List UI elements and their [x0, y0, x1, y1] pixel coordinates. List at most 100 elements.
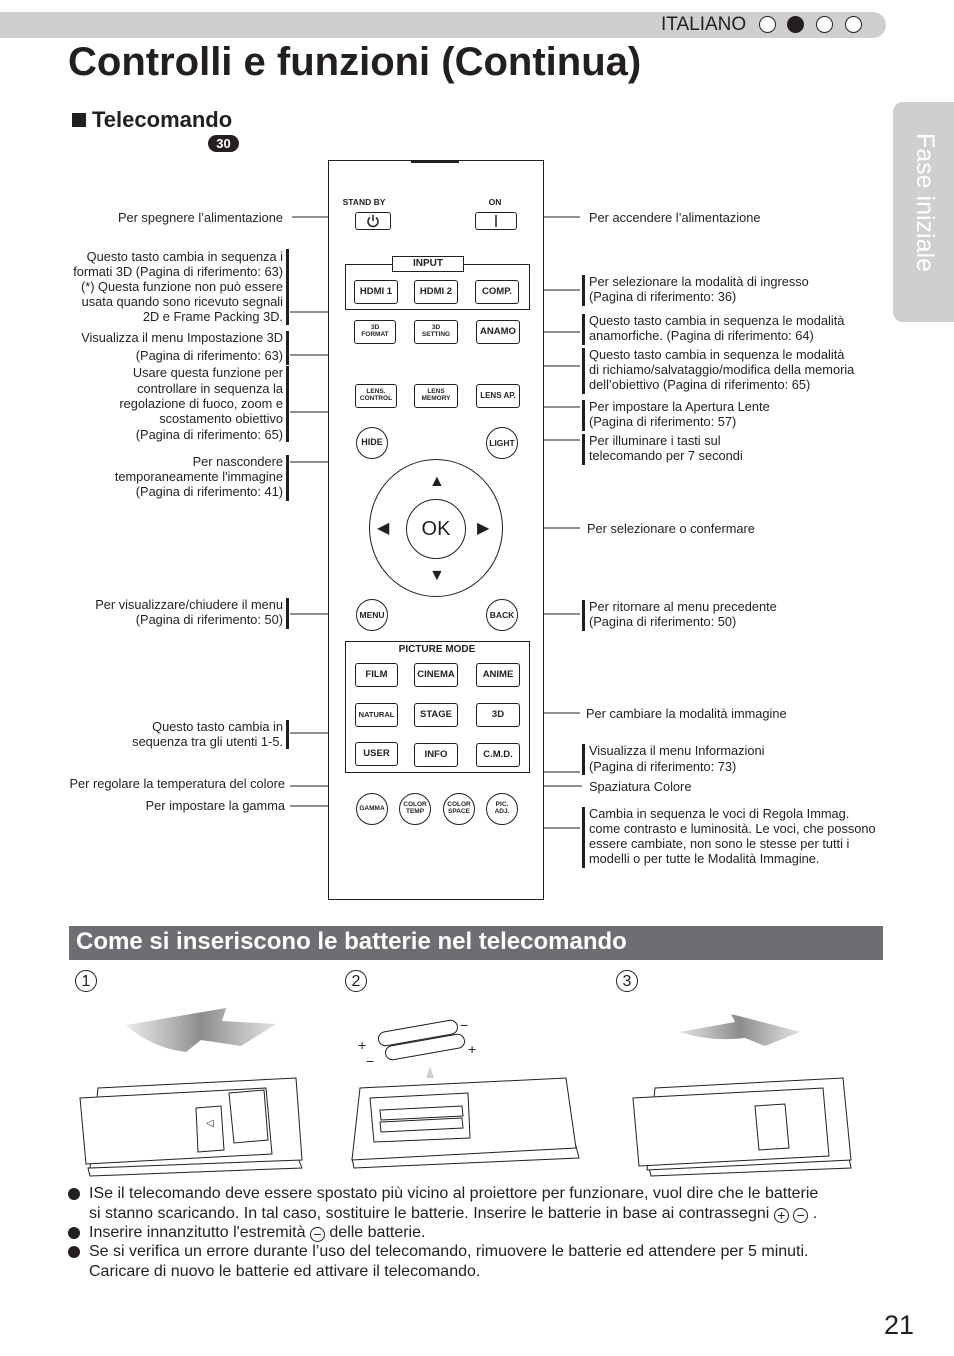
power-icon	[367, 215, 379, 228]
callout-bar	[582, 807, 585, 868]
header-bar	[0, 12, 886, 38]
film-button[interactable]: FILM	[355, 663, 398, 687]
3d-format-line2: FORMAT	[361, 331, 389, 338]
callout-lens-memory-3: dell’obiettivo (Pagina di riferimento: 6…	[589, 377, 811, 392]
ok-button[interactable]: OK	[406, 499, 466, 559]
back-button[interactable]: BACK	[486, 599, 518, 631]
3d-setting-button[interactable]: 3D SETTING	[414, 320, 458, 344]
callout-menu-1: Per visualizzare/chiudere il menu	[95, 597, 283, 612]
callout-pic-adj-4: modelli o per tutte le Modalità Immagine…	[589, 851, 820, 866]
callout-pic-adj-1: Cambia in sequenza le voci di Regola Imm…	[589, 806, 850, 821]
comp-button[interactable]: COMP.	[475, 280, 519, 304]
3d-format-line1: 3D	[370, 324, 380, 332]
callout-bar	[582, 314, 585, 345]
callout-bar	[286, 720, 289, 749]
3d-format-button[interactable]: 3D FORMAT	[354, 320, 396, 344]
callout-anamo-2: anamorfiche. (Pagina di riferimento: 64)	[589, 328, 814, 343]
plus-icon: +	[468, 1041, 476, 1057]
callout-bar	[582, 348, 585, 394]
callout-bar	[582, 275, 585, 306]
note-1: ISe il telecomando deve essere spostato …	[89, 1184, 889, 1223]
down-arrow-button[interactable]: ▼	[429, 567, 445, 584]
callout-lens-control-2: controllare in sequenza la	[137, 381, 283, 396]
callout-3d-format-4: usata quando sono ricevuto segnali	[81, 294, 283, 309]
callout-standby: Per spegnere l’alimentazione	[117, 210, 283, 225]
language-label: ITALIANO	[661, 14, 747, 35]
step-number: 3	[616, 970, 638, 992]
callout-user-1: Questo tasto cambia in	[152, 719, 283, 734]
callout-bar	[286, 249, 289, 325]
hide-button[interactable]: HIDE	[356, 427, 388, 459]
callout-hide-3: (Pagina di riferimento: 41)	[135, 484, 283, 499]
pic-adj-line2: ADJ.	[494, 808, 510, 815]
callout-lens-control-3: regolazione di fuoco, zoom e	[119, 396, 283, 411]
picture-mode-group	[345, 641, 530, 773]
standby-label: STAND BY	[342, 197, 386, 207]
callout-bar	[582, 744, 585, 775]
ir-window	[411, 161, 459, 163]
picture-mode-label: PICTURE MODE	[398, 644, 476, 655]
up-arrow-button[interactable]: ▲	[429, 473, 445, 490]
callout-3d-format-5: 2D e Frame Packing 3D.	[142, 309, 283, 324]
left-arrow-button[interactable]: ◀	[377, 520, 390, 537]
lens-control-line2: CONTROL	[359, 395, 393, 402]
step-number: 2	[345, 970, 367, 992]
hdmi2-button[interactable]: HDMI 2	[414, 280, 458, 304]
callout-on: Per accendere l’alimentazione	[589, 210, 761, 225]
note-1-end: .	[812, 1204, 818, 1222]
bullet-icon	[68, 1188, 80, 1200]
menu-button[interactable]: MENU	[356, 599, 388, 631]
callout-lens-ap-1: Per impostare la Apertura Lente	[589, 399, 770, 414]
section-square-icon	[72, 113, 86, 127]
color-temp-line2: TEMP	[405, 808, 425, 815]
on-icon	[495, 215, 497, 227]
callout-anamo-1: Questo tasto cambia in sequenza le modal…	[589, 313, 845, 328]
side-tab: Fase iniziale	[893, 102, 954, 322]
color-space-line2: SPACE	[448, 808, 470, 815]
comp-button-label: COMP.	[482, 286, 512, 298]
3d-setting-line1: 3D	[431, 324, 441, 332]
anime-button[interactable]: ANIME	[476, 663, 520, 687]
step3-illustration	[632, 1014, 852, 1177]
3d-button[interactable]: 3D	[476, 703, 520, 727]
3d-setting-line2: SETTING	[421, 331, 451, 338]
page-indicator-dot	[845, 16, 862, 33]
step2-illustration: + − − +	[351, 1018, 580, 1169]
on-button[interactable]	[475, 212, 517, 230]
anamo-button[interactable]: ANAMO	[476, 320, 520, 344]
color-space-button[interactable]: COLOR SPACE	[443, 793, 475, 825]
note-3: Se si verifica un errore durante l’uso d…	[89, 1242, 889, 1281]
lens-control-line1: LENS.	[366, 388, 386, 396]
natural-button[interactable]: NATURAL	[355, 703, 398, 727]
cmd-button[interactable]: C.M.D.	[476, 743, 520, 767]
standby-button[interactable]	[355, 212, 391, 230]
callout-back-1: Per ritornare al menu precedente	[589, 599, 777, 614]
remote-control: STAND BY ON INPUT HDMI 1 HDMI 2 COMP. 3D…	[328, 160, 544, 900]
lens-ap-button[interactable]: LENS AP.	[476, 384, 520, 408]
note-1-line1: ISe il telecomando deve essere spostato …	[89, 1185, 819, 1202]
callout-bar	[286, 331, 289, 365]
cinema-button[interactable]: CINEMA	[414, 663, 458, 687]
note-1-line2: si stanno scaricando. In tal caso, sosti…	[89, 1204, 770, 1222]
gamma-button[interactable]: GAMMA	[356, 793, 388, 825]
lens-memory-button[interactable]: LENS MEMORY	[414, 384, 458, 408]
stage-button[interactable]: STAGE	[414, 703, 458, 727]
on-label: ON	[488, 197, 502, 207]
pic-adj-button[interactable]: PIC. ADJ.	[486, 793, 518, 825]
lens-control-button[interactable]: LENS. CONTROL	[355, 384, 397, 408]
callout-menu-2: (Pagina di riferimento: 50)	[135, 612, 283, 627]
user-button[interactable]: USER	[355, 742, 398, 766]
callout-user-2: sequenza tra gli utenti 1-5.	[132, 734, 283, 749]
minus-icon: −	[309, 1227, 325, 1242]
hdmi1-button[interactable]: HDMI 1	[354, 280, 398, 304]
light-button[interactable]: LIGHT	[486, 427, 518, 459]
callout-3d-setting-2: (Pagina di riferimento: 63)	[135, 348, 283, 363]
callout-light-2: telecomando per 7 secondi	[589, 448, 743, 463]
callout-bar	[286, 366, 289, 442]
info-button[interactable]: INFO	[414, 743, 458, 767]
color-temp-button[interactable]: COLOR TEMP	[399, 793, 431, 825]
section-bar	[69, 926, 883, 960]
minus-icon: −	[793, 1207, 809, 1223]
note-2: Inserire innanzitutto l'estremità − dell…	[89, 1223, 889, 1243]
right-arrow-button[interactable]: ▶	[477, 520, 490, 537]
